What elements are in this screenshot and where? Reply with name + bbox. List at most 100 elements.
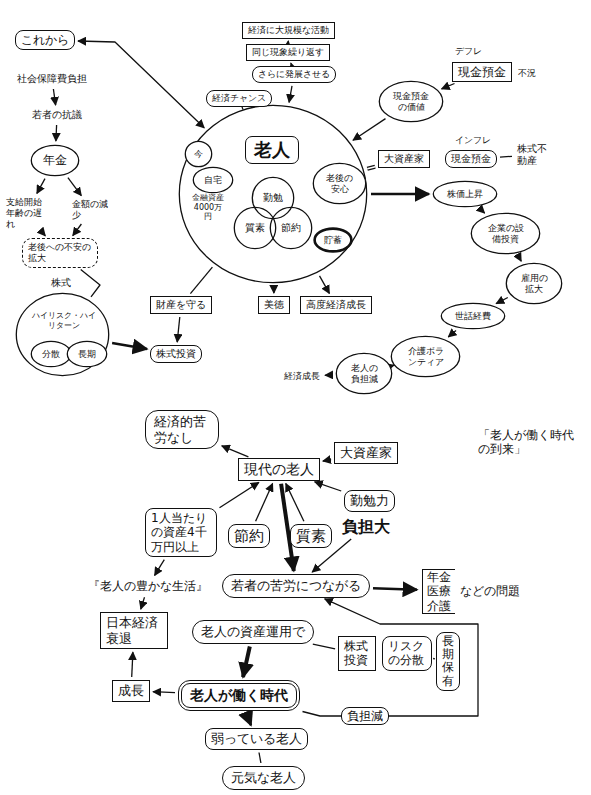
ellipse-outline (506, 263, 561, 303)
circle-node: 現金預金の価値 (378, 80, 444, 123)
text-node: 金融資産4000万円 (190, 192, 226, 223)
connector (442, 84, 455, 89)
rounded-box: 長期保有 (436, 632, 460, 691)
node-label: 節約 (281, 222, 301, 234)
connector (433, 658, 435, 659)
node-label: 経済的苦労なし (154, 414, 210, 445)
circle-node: 株価上昇 (432, 180, 498, 208)
connector-line (177, 317, 180, 342)
node-label: 金額の減少 (72, 199, 112, 221)
node-label: 弱っている老人 (211, 731, 302, 747)
node-label: 勤勉力 (350, 493, 389, 509)
connector (367, 167, 375, 169)
process-box: 現金預金 (452, 62, 512, 82)
node-label: 現代の老人 (244, 461, 314, 478)
circle-node: 株式ハイリスク・ハイリターン分散長期 (15, 292, 110, 377)
node-label: 金融資産4000万円 (192, 193, 224, 222)
connector (55, 125, 57, 141)
text-node: 年金 医療 介護などの問題 (420, 568, 522, 615)
circle-node: 雇用の拡大 (505, 262, 563, 305)
node-label: 現金預金 (451, 153, 491, 165)
node-label: 同じ現象繰り返す (252, 47, 324, 58)
connector (153, 692, 175, 693)
node-label: 財産を守る (156, 299, 206, 311)
connector (246, 714, 251, 726)
ellipse-outline (234, 207, 275, 248)
text-node: 社会保障費負担 (15, 72, 89, 86)
node-label: 老人の負担減 (349, 363, 379, 385)
connector-line (448, 331, 456, 338)
connector (303, 599, 479, 716)
rounded-box: 経済チャンス (206, 90, 272, 107)
process-box: 日本経済衰退 (100, 612, 168, 649)
rounded-box: 質素 (290, 524, 332, 548)
ellipse-outline (179, 105, 366, 282)
node-label: さらに発展させる (258, 69, 330, 80)
connector-line (315, 482, 342, 491)
process-box: 現代の老人 (238, 458, 320, 481)
node-label: 世話経費 (455, 311, 491, 322)
connector-line (289, 86, 292, 103)
ellipse-outline (313, 163, 365, 203)
node-label: 企業の設備投資 (486, 223, 526, 245)
circle-node: 長期 (66, 340, 108, 368)
connector-line (112, 343, 147, 349)
connector-line (222, 446, 249, 457)
ellipse-outline (391, 336, 459, 376)
node-label: リスクの分散 (388, 639, 426, 668)
node-label: 高度経済成長 (306, 299, 366, 311)
connector-line (371, 193, 429, 196)
text-node: 支給開始年齢の遅れ (4, 196, 48, 230)
circle-node: 世話経費 (440, 302, 506, 330)
note-label: 「老人が働く時代の到来」 (478, 428, 578, 457)
connector (155, 560, 165, 576)
connector-line (286, 484, 304, 522)
node-label: 質素 (245, 222, 265, 234)
node-label: 元気な老人 (231, 770, 296, 786)
circle-node: 企業の設備投資 (470, 212, 541, 255)
connector (290, 63, 291, 65)
ellipse-outline (441, 303, 504, 328)
connector-line (500, 156, 512, 158)
connector (141, 597, 145, 609)
node-label: 株価上昇 (447, 189, 483, 200)
edge-label: 負担減 (341, 707, 389, 725)
ellipse-outline (16, 293, 108, 375)
node-label: 経済に大規模な活動 (248, 25, 329, 36)
connector (37, 179, 45, 194)
note-label: インフレ (455, 135, 491, 146)
connector-line (37, 179, 45, 194)
rounded-box: これから (15, 30, 75, 50)
node-label: 長期 (78, 349, 96, 360)
connector (288, 41, 289, 43)
ellipse-outline (67, 341, 106, 366)
connector (220, 482, 259, 507)
connector (480, 209, 484, 213)
node-label: 老後への不安の拡大 (28, 242, 92, 264)
process-box: 同じ現象繰り返す (246, 44, 330, 61)
note-label: デフレ (455, 46, 482, 57)
process-box: 財産を守る (150, 296, 212, 314)
node-label: 1人当たりの資産4千万円以上 (151, 511, 211, 554)
node-label: 節約 (234, 527, 264, 545)
note-label: 不況 (518, 68, 536, 79)
connector-line (73, 224, 82, 236)
connector-line (519, 256, 522, 261)
connector (315, 482, 342, 491)
rounded-box: 節約 (228, 524, 270, 548)
connector (500, 156, 512, 158)
connector (273, 287, 274, 293)
connector-line (55, 125, 57, 141)
connector-line (68, 178, 81, 196)
connector (320, 276, 330, 294)
process-box: 大資産家 (334, 442, 398, 464)
rounded-box: 1人当たりの資産4千万円以上 (145, 508, 217, 557)
ellipse-outline (193, 167, 232, 192)
connector-line (53, 89, 55, 105)
connector (325, 375, 332, 376)
connector-line (141, 597, 145, 609)
ellipse-outline (379, 81, 442, 121)
connector-line (132, 652, 133, 677)
connector-line (303, 599, 479, 716)
node-label: 今 (194, 149, 203, 160)
